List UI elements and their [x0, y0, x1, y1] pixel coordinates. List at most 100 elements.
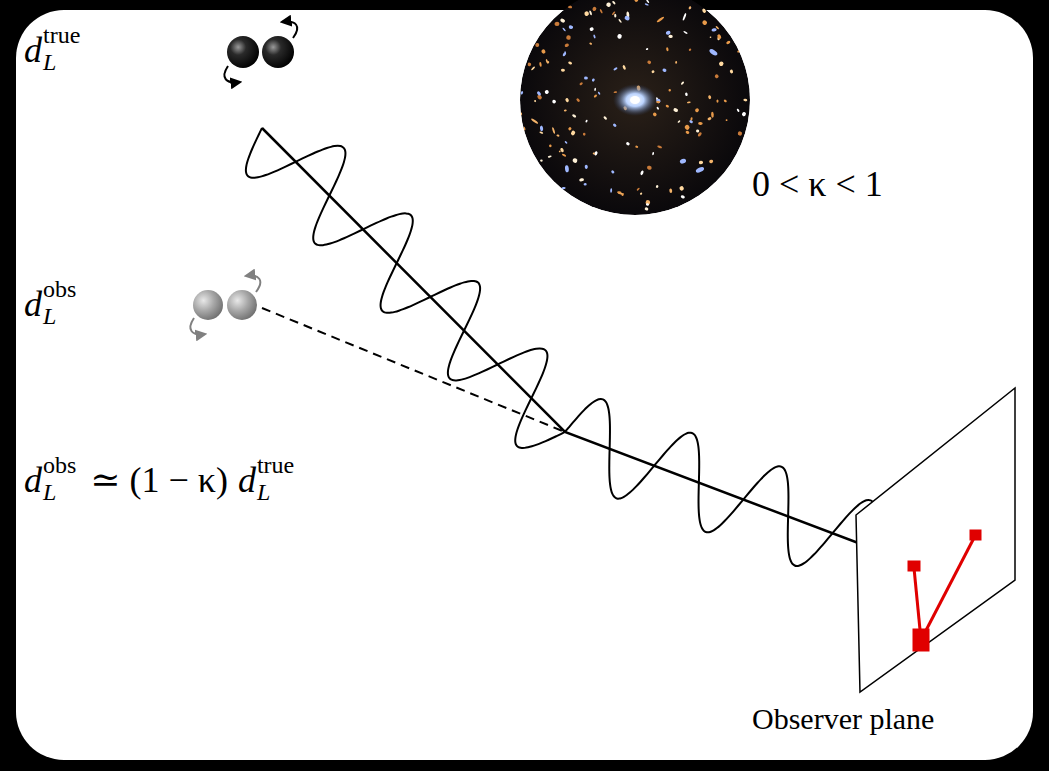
galaxy [617, 191, 622, 194]
galaxy [549, 144, 552, 147]
galaxy [679, 158, 687, 165]
ray-path [262, 128, 890, 555]
galaxy [584, 76, 588, 79]
galaxy [612, 0, 616, 5]
galaxy [603, 116, 608, 121]
galaxy [564, 109, 567, 111]
galaxy [624, 15, 631, 21]
galaxy [565, 98, 570, 103]
galaxy [644, 3, 649, 6]
galaxy [540, 125, 544, 131]
galaxy [688, 48, 691, 51]
galaxy [617, 192, 623, 195]
galaxy [531, 66, 536, 71]
galaxy [572, 114, 577, 118]
galaxy [594, 88, 596, 92]
galaxy [589, 27, 594, 32]
galaxy [644, 207, 649, 211]
galaxy [570, 130, 576, 136]
galaxy [695, 166, 705, 174]
galaxy [614, 14, 616, 18]
galaxy [559, 150, 561, 152]
galaxy [589, 42, 592, 45]
galaxy [677, 120, 681, 123]
galaxy [726, 119, 728, 121]
galaxy [688, 6, 691, 10]
galaxy [566, 35, 571, 40]
superscript: true [257, 453, 294, 477]
galaxy [708, 95, 712, 100]
galaxy [612, 123, 617, 128]
galaxy [679, 185, 685, 191]
galaxy [701, 19, 707, 25]
galaxy [523, 127, 526, 131]
galaxy [717, 34, 722, 40]
galaxy [635, 145, 638, 148]
galaxy [646, 203, 649, 206]
galaxy [673, 108, 679, 113]
galaxy [597, 91, 600, 95]
galaxy [606, 2, 612, 8]
galaxy [613, 67, 618, 71]
galaxy [729, 69, 733, 74]
galaxy [675, 61, 677, 64]
galaxy [690, 117, 693, 121]
galaxy [584, 165, 588, 170]
galaxy [743, 99, 747, 102]
galaxy [682, 13, 687, 21]
distance-symbol: d [24, 286, 42, 322]
galaxy [561, 69, 565, 72]
galaxy [611, 170, 615, 174]
superscript: obs [43, 453, 76, 477]
galaxy [657, 145, 662, 149]
distance-symbol: d [24, 32, 42, 68]
galaxy [662, 68, 667, 73]
galaxy [572, 157, 578, 163]
galaxy [655, 185, 659, 189]
galaxy [716, 99, 718, 102]
galaxy [741, 111, 746, 117]
galaxy [684, 124, 691, 131]
galaxy [568, 25, 573, 29]
galaxy [562, 52, 566, 57]
true-binary [224, 22, 297, 83]
galaxy [665, 30, 671, 35]
galaxy [710, 36, 712, 38]
galaxy [593, 152, 596, 154]
galaxy [683, 31, 688, 35]
galaxy [593, 94, 597, 98]
superscript: true [43, 23, 80, 47]
galaxy [561, 187, 566, 190]
galaxy [593, 34, 596, 39]
galaxy [592, 6, 597, 12]
superscript: obs [43, 277, 76, 301]
galaxy [552, 99, 557, 104]
galaxy [579, 82, 583, 86]
galaxy [699, 160, 704, 164]
galaxy [711, 112, 714, 118]
galaxy [652, 152, 654, 156]
galaxy [622, 65, 626, 71]
galaxy [718, 61, 724, 67]
galaxy [685, 92, 688, 96]
galaxy [579, 178, 584, 182]
galaxy [564, 141, 568, 144]
galaxy [694, 108, 699, 113]
galaxy [589, 10, 593, 15]
galaxy [617, 33, 623, 39]
galaxy [583, 133, 586, 136]
galaxy [707, 116, 712, 120]
observer-label: Observer plane [752, 704, 934, 734]
galaxy [646, 0, 650, 3]
galaxy [541, 49, 547, 55]
galaxy [552, 127, 556, 134]
galaxy [539, 62, 542, 67]
galaxy [737, 131, 742, 136]
galaxy [548, 155, 552, 158]
convergence-range: 0 < κ < 1 [752, 166, 883, 202]
galaxy [665, 104, 669, 108]
galaxy [599, 9, 603, 14]
galaxy [709, 159, 714, 163]
galaxy-cluster [520, 0, 750, 215]
subscript: L [43, 480, 56, 504]
